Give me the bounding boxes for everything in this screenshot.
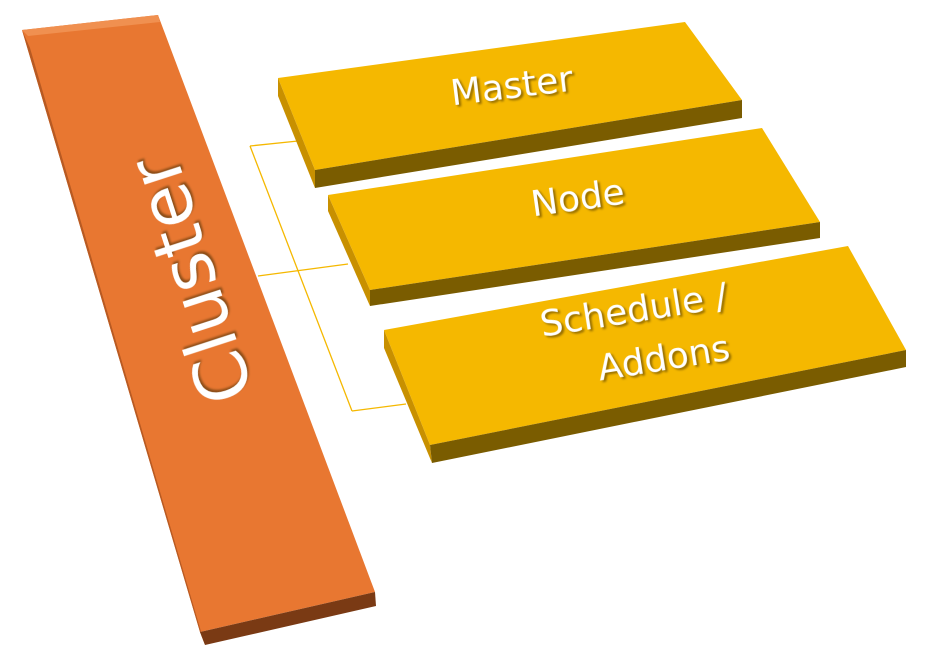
connector-trunk (249, 145, 353, 412)
box-node: Node (328, 128, 820, 306)
connector-master (249, 140, 299, 147)
connector-node (257, 263, 349, 277)
connector-lines (249, 140, 407, 412)
box-master: Master (278, 22, 742, 188)
connector-schedule (351, 403, 407, 412)
